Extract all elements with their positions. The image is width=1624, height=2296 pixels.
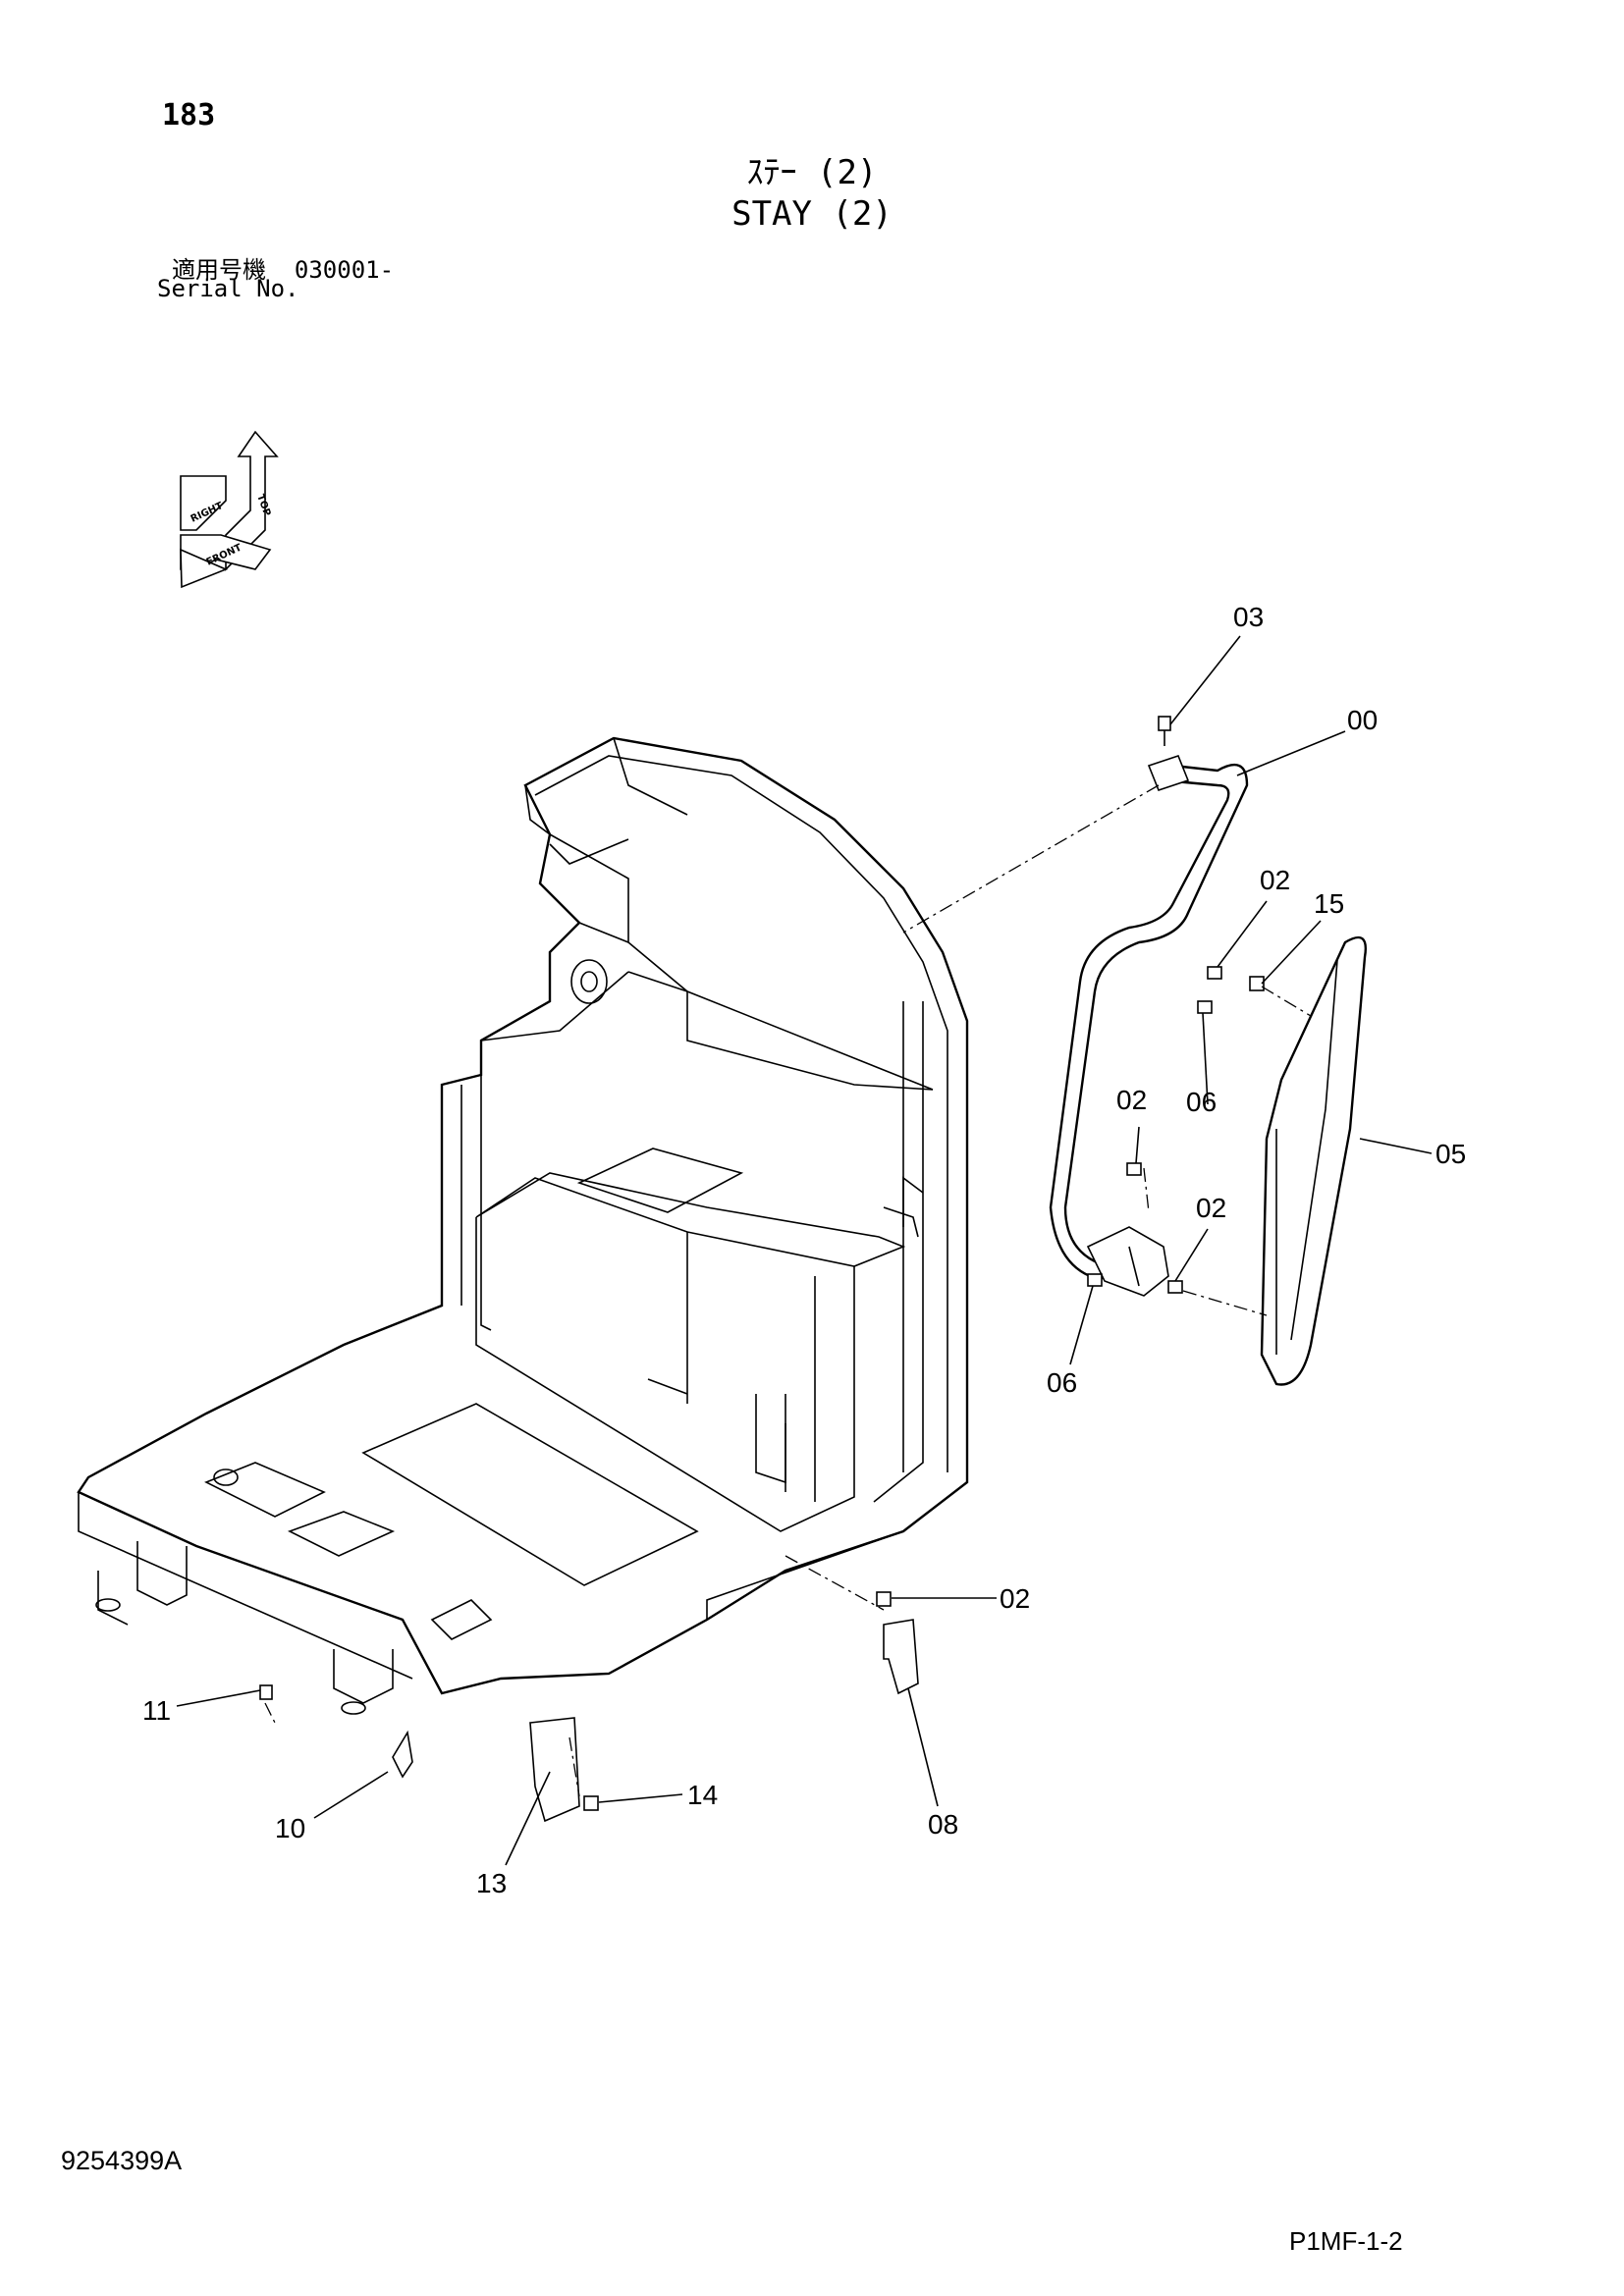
leader-lines: [176, 635, 1433, 1866]
callout-02-upper: 02: [1260, 865, 1290, 895]
callout-05: 05: [1435, 1139, 1466, 1169]
serial-label-japanese: 適用号機 030001-: [172, 250, 394, 285]
callout-02-lower: 02: [1000, 1583, 1030, 1614]
callout-14: 14: [687, 1780, 718, 1810]
stay-pipe: [1049, 755, 1249, 1297]
callout-11: 11: [142, 1695, 171, 1726]
serial-range: 030001-: [294, 256, 395, 284]
document-code: 9254399A: [61, 2146, 183, 2175]
callout-02-middle: 02: [1116, 1085, 1147, 1115]
reference-lines: [264, 784, 1312, 1797]
cab-frame: [77, 736, 969, 1715]
callout-15: 15: [1314, 888, 1344, 919]
callout-labels: 03 00 02 15 02 06 05 02 06 02 11 10 14 1…: [142, 602, 1466, 1898]
callout-06-upper: 06: [1186, 1087, 1217, 1117]
callout-10: 10: [275, 1813, 305, 1843]
side-panel: [1260, 935, 1367, 1386]
callout-08: 08: [928, 1809, 958, 1840]
page-code: P1MF-1-2: [1289, 2226, 1403, 2256]
title-english: STAY (2): [731, 194, 893, 234]
serial-label-english: Serial No.: [157, 275, 299, 302]
callout-02-right: 02: [1196, 1193, 1226, 1223]
orientation-indicator: TOP RIGHT FRONT: [180, 430, 279, 589]
callout-03: 03: [1233, 602, 1264, 632]
callout-13: 13: [476, 1868, 507, 1898]
title-japanese: ｽﾃｰ (2): [746, 153, 878, 192]
serial-label-jp: 適用号機: [172, 256, 266, 284]
callout-00: 00: [1347, 705, 1378, 735]
page-number: 183: [162, 98, 216, 133]
fasteners: [259, 716, 1265, 1823]
callout-06-lower: 06: [1047, 1367, 1077, 1398]
